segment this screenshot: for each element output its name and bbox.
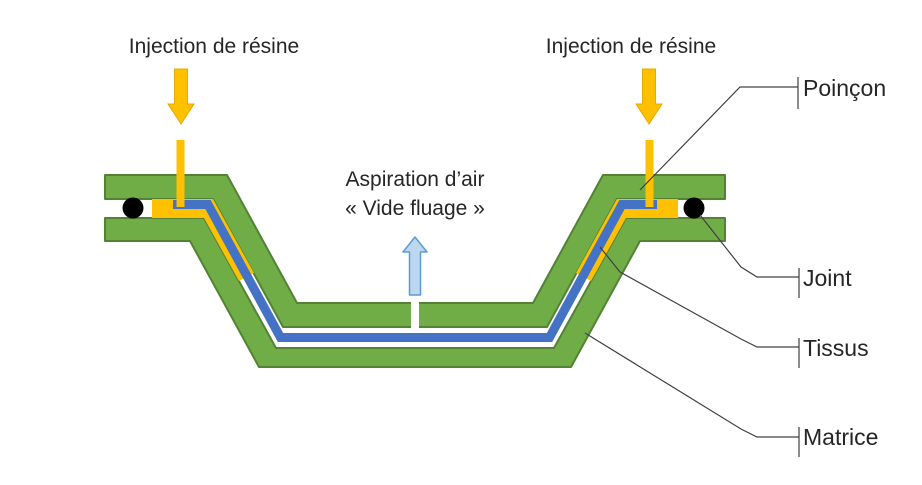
resin-pool-right	[576, 199, 678, 281]
aspiration-arrow-icon	[402, 236, 428, 296]
joint-leader-line	[699, 214, 799, 278]
injection-left-label: Injection de résine	[129, 35, 299, 58]
resin-pool-left	[152, 199, 254, 281]
tissus-leader-line	[599, 246, 799, 348]
joint-seal-right	[683, 197, 705, 219]
matrice-shape	[104, 217, 726, 368]
resin-channel-left	[176, 140, 185, 207]
aspiration-label-line2: « Vide fluage »	[345, 197, 485, 220]
matrice-leader-line	[584, 332, 799, 438]
vacuum-vent-slot	[411, 301, 419, 329]
joint-seal-left	[122, 197, 144, 219]
injection-right-label: Injection de résine	[546, 35, 716, 58]
injection-arrow-left-icon	[167, 68, 195, 125]
joint-callout-label: Joint	[803, 265, 852, 291]
matrice-callout-label: Matrice	[803, 424, 878, 450]
tissus-callout-label: Tissus	[803, 335, 869, 361]
tissus-fabric-layer	[173, 200, 657, 342]
resin-channel-right	[645, 140, 654, 207]
aspiration-label-line1: Aspiration d’air	[346, 168, 485, 191]
injection-arrow-right-icon	[635, 68, 663, 125]
poincon-leader-line	[639, 86, 798, 191]
poincon-callout-label: Poinçon	[803, 75, 886, 101]
